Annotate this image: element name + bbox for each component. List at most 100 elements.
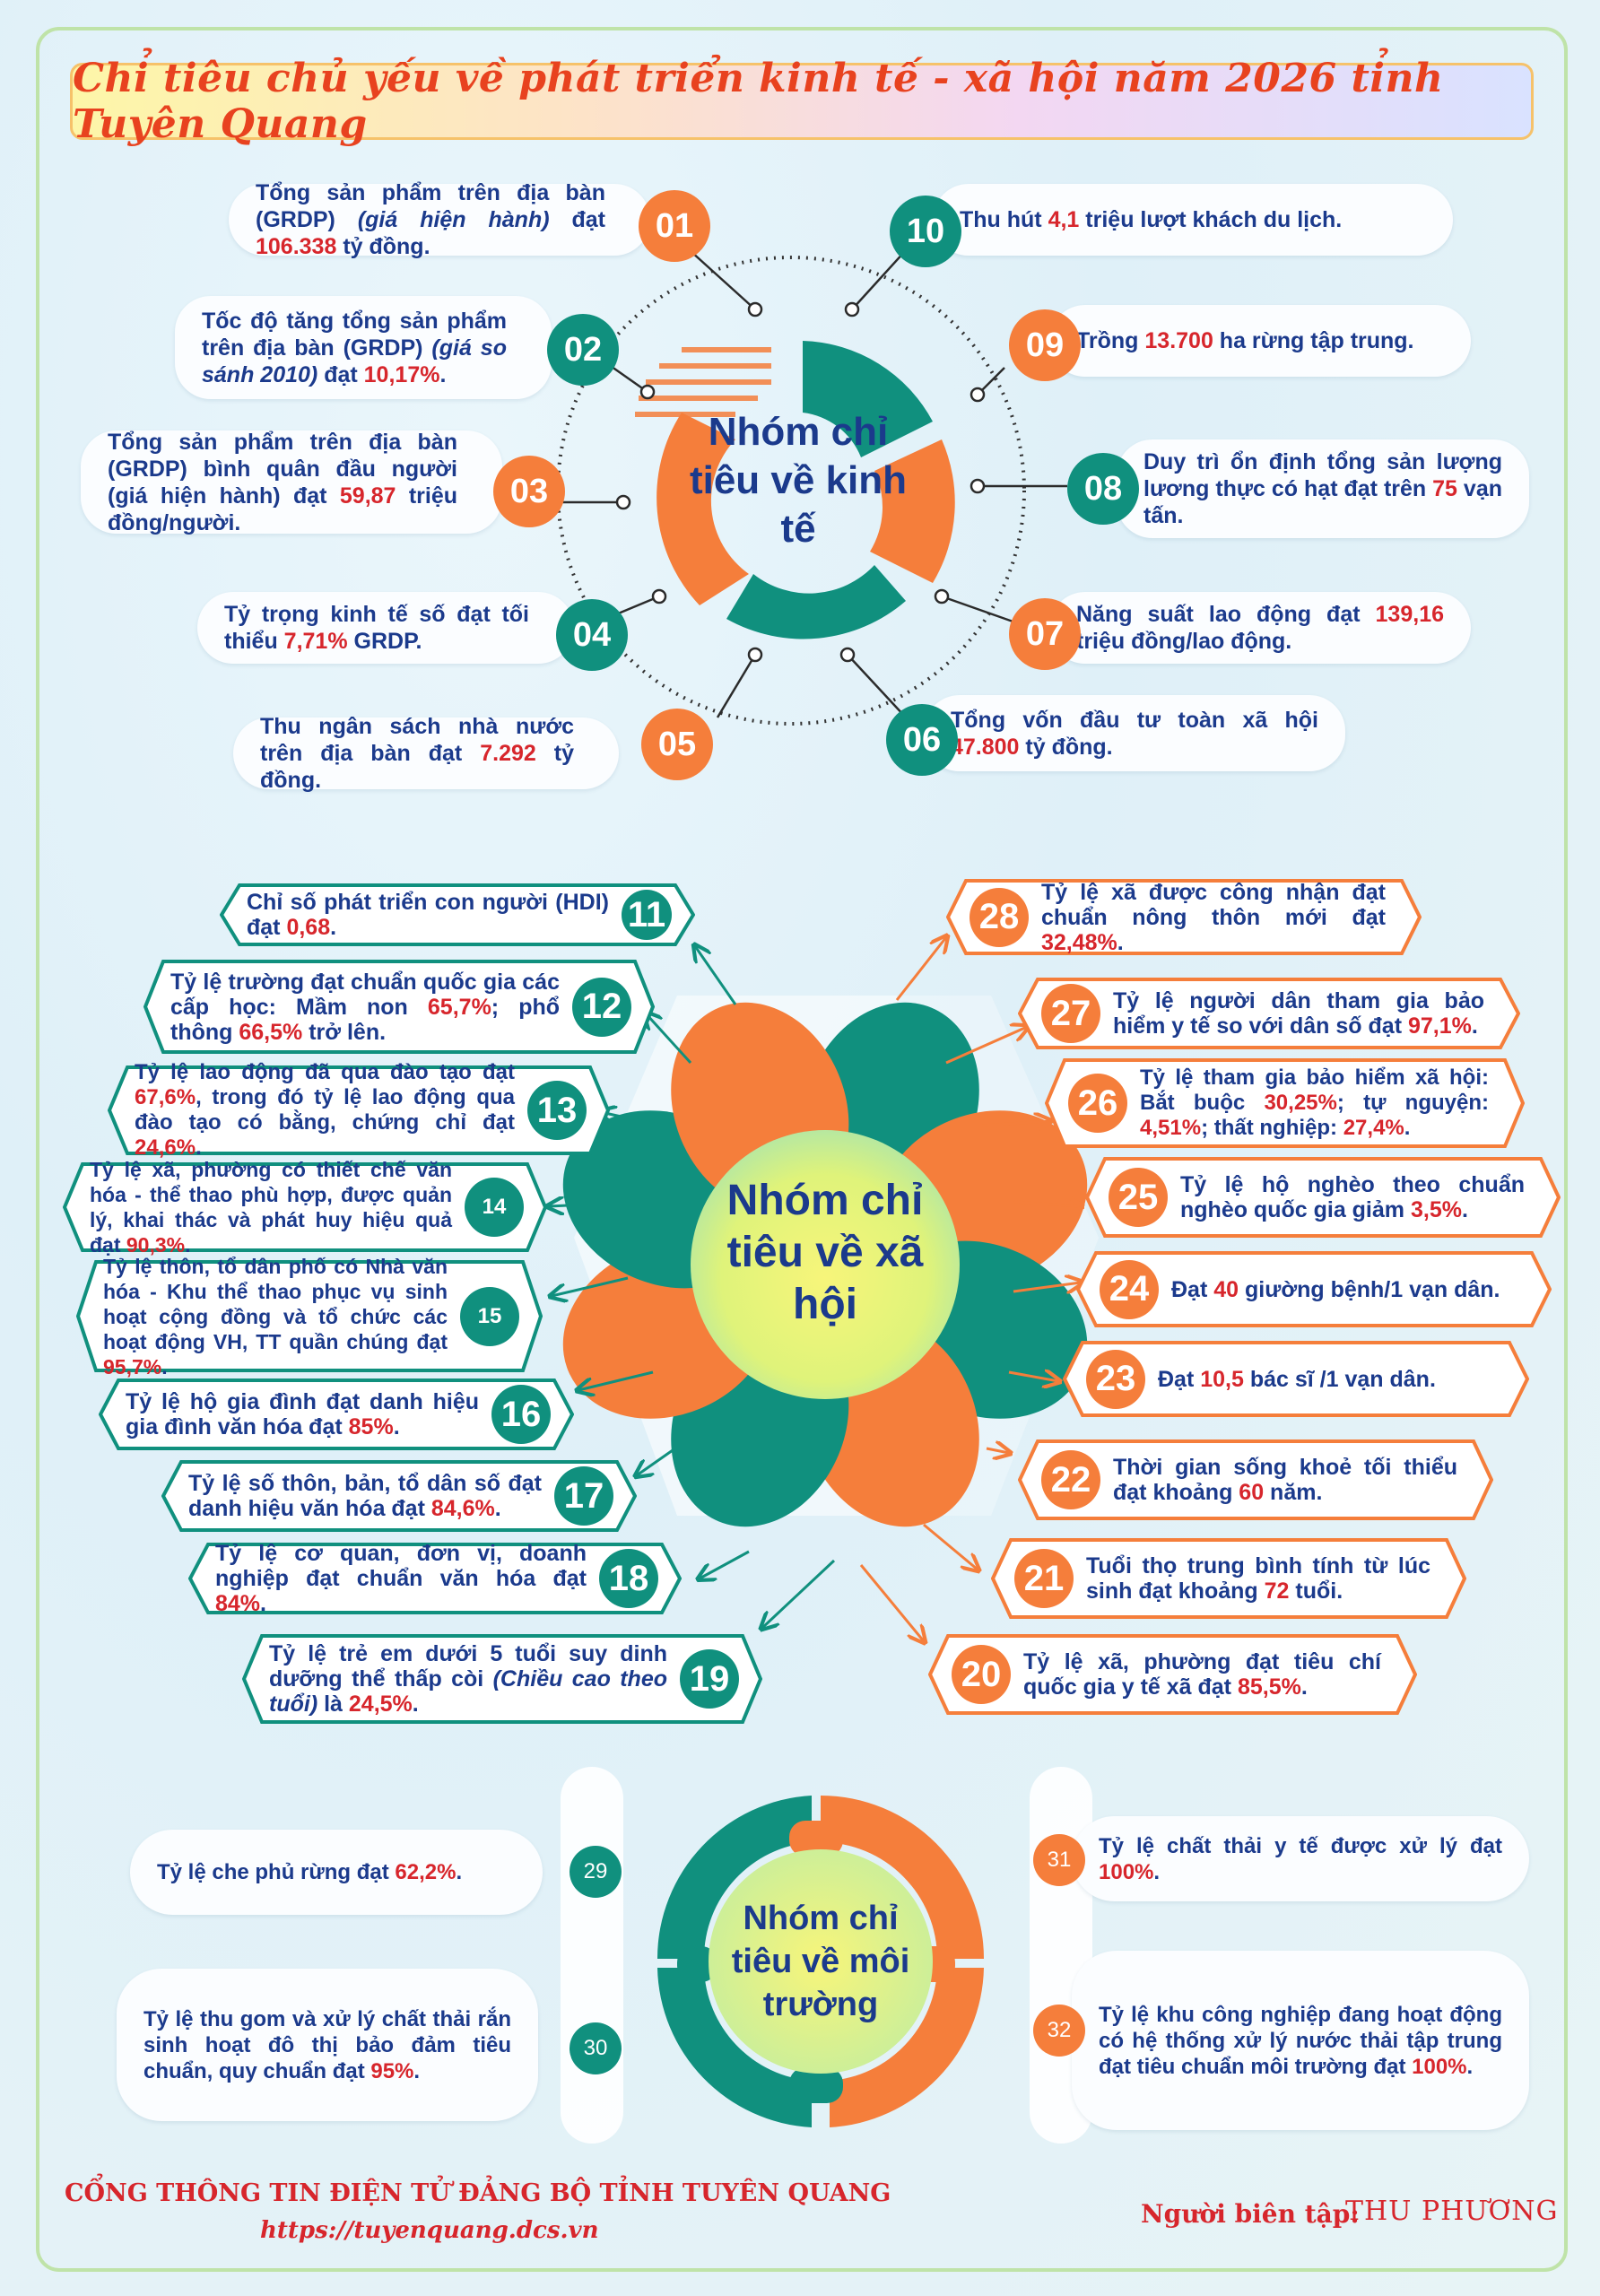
social-number-badge: 17 xyxy=(554,1466,613,1526)
social-item-22: 22 Thời gian sống khoẻ tối thiểu đạt khoả… xyxy=(1018,1439,1493,1520)
environment-number-badge: 29 xyxy=(570,1846,622,1898)
item-text-part: 75 xyxy=(1432,476,1457,501)
social-number-badge: 12 xyxy=(572,977,631,1037)
economic-item-04: Tỷ trọng kinh tế số đạt tối thiểu 7,71% … xyxy=(197,592,574,664)
economic-number-badge: 08 xyxy=(1067,453,1139,525)
economic-number-badge: 10 xyxy=(890,196,961,267)
item-text-part: . xyxy=(260,1591,266,1616)
economic-item-02: Tốc độ tăng tổng sản phẩm trên địa bàn (… xyxy=(175,296,552,399)
social-number-badge: 27 xyxy=(1041,984,1100,1043)
social-item-text: Tỷ lệ xã, phường đạt tiêu chí quốc gia y… xyxy=(1023,1649,1381,1700)
item-text-part: . xyxy=(1404,1116,1411,1140)
economic-item-07: Năng suất lao động đạt 139,16 triệu đồng… xyxy=(1049,592,1471,664)
item-text-part: . xyxy=(439,361,447,387)
item-text-part: 84% xyxy=(215,1591,261,1616)
social-number-badge: 19 xyxy=(680,1649,739,1709)
item-text-part: . xyxy=(161,1354,168,1378)
social-number-badge: 14 xyxy=(465,1178,524,1237)
item-text-part: 100% xyxy=(1099,1859,1154,1884)
item-text-part: 60 xyxy=(1239,1480,1265,1505)
item-text-part: . xyxy=(1466,2054,1474,2079)
item-text-part: ; thất nghiệp: xyxy=(1201,1116,1343,1140)
social-item-text: Tỷ lệ hộ nghèo theo chuẩn nghèo quốc gia… xyxy=(1180,1172,1525,1222)
item-text-part: Tỷ lệ cơ quan, đơn vị, doanh nghiệp đạt … xyxy=(215,1541,587,1591)
item-text-part: Tỷ lệ xã, phường có thiết chế văn hóa - … xyxy=(90,1158,452,1257)
item-text-part: . xyxy=(494,1496,501,1521)
social-item-text: Tỷ lệ người dân tham gia bảo hiểm y tế s… xyxy=(1113,988,1484,1039)
item-text-part: 32,48% xyxy=(1041,929,1117,955)
item-text-part: 7,71% xyxy=(283,629,348,654)
economic-number-badge: 07 xyxy=(1009,598,1081,670)
social-number-badge: 20 xyxy=(952,1645,1011,1704)
item-text-part: Chỉ số phát triển con người (HDI) đạt xyxy=(247,890,609,940)
item-text-part: Trồng xyxy=(1076,328,1145,353)
economic-item-text: Tốc độ tăng tổng sản phẩm trên địa bàn (… xyxy=(175,308,552,388)
economic-item-06: Tổng vốn đầu tư toàn xã hội 47.800 tỷ đồ… xyxy=(924,695,1345,771)
item-text-part: Tỷ lệ trẻ em dưới 5 tuổi suy dinh dưỡng … xyxy=(269,1641,667,1692)
item-text-part: 90,3% xyxy=(126,1233,186,1257)
social-number-badge: 18 xyxy=(599,1549,658,1608)
item-text-part: 65,7% xyxy=(427,994,491,1020)
social-flower xyxy=(562,1002,1088,1527)
item-text-part: tuổi. xyxy=(1289,1578,1343,1604)
item-text-part: . xyxy=(1471,1013,1478,1039)
item-text-part: triệu lượt khách du lịch. xyxy=(1079,207,1343,232)
item-text-part: , trong đó tỷ lệ lao động qua đào tạo có… xyxy=(135,1085,515,1135)
environment-number-badge: 32 xyxy=(1033,2005,1085,2057)
editor-name: THU PHƯƠNG xyxy=(1345,2196,1559,2227)
economic-item-text: Tổng sản phẩm trên địa bàn (GRDP) bình q… xyxy=(81,429,502,536)
item-text-part: Tỷ lệ người dân tham gia bảo hiểm y tế s… xyxy=(1113,988,1484,1039)
social-item-text: Thời gian sống khoẻ tối thiểu đạt khoảng… xyxy=(1113,1455,1457,1505)
economic-item-01: Tổng sản phẩm trên địa bàn (GRDP) (giá h… xyxy=(229,180,650,259)
item-text-part: . xyxy=(1153,1859,1161,1884)
item-text-part: tỷ đồng. xyxy=(260,741,574,793)
item-text-part: Tỷ lệ khu công nghiệp đang hoạt động có … xyxy=(1099,2002,1502,2079)
social-item-text: Tỷ lệ trường đạt chuẩn quốc gia các cấp … xyxy=(170,970,560,1045)
item-text-part: 30,25% xyxy=(1264,1091,1337,1115)
item-text-part: tỷ đồng. xyxy=(1019,734,1113,760)
item-text-part: . xyxy=(1300,1674,1308,1700)
item-text-part: Tỷ lệ số thôn, bản, tổ dân số đạt danh h… xyxy=(188,1471,542,1521)
item-text-part: triệu đồng/người. xyxy=(108,483,458,535)
social-number-badge: 16 xyxy=(491,1385,551,1444)
social-number-badge: 24 xyxy=(1100,1259,1159,1319)
social-number-badge: 21 xyxy=(1014,1549,1074,1608)
item-text-part: GRDP. xyxy=(347,629,422,654)
item-text-part: 95% xyxy=(370,2058,414,2083)
item-text-part: đạt xyxy=(317,361,364,387)
environment-item-30: Tỷ lệ thu gom và xử lý chất thải rắn sin… xyxy=(117,1969,538,2121)
item-text-part: 66,5% xyxy=(239,1019,303,1045)
social-number-badge: 26 xyxy=(1068,1074,1127,1133)
item-text-part: . xyxy=(413,2058,421,2083)
economic-center-label: Nhóm chỉ tiêu về kinh tế xyxy=(689,410,908,551)
item-text-part: Tỷ lệ hộ nghèo theo chuẩn nghèo quốc gia… xyxy=(1180,1172,1525,1222)
social-number-badge: 22 xyxy=(1041,1450,1100,1509)
environment-center-label: Nhóm chỉ tiêu về môi trường xyxy=(731,1900,910,2023)
item-text-part: 24,6% xyxy=(135,1135,196,1160)
economic-item-05: Thu ngân sách nhà nước trên địa bàn đạt … xyxy=(233,714,619,793)
portal-url[interactable]: https://tuyenquang.dcs.vn xyxy=(260,2217,599,2244)
economic-item-text: Duy trì ổn định tổng sản lượng lương thự… xyxy=(1117,448,1529,529)
item-text-part: (giá hiện hành) xyxy=(357,207,550,232)
item-text-part: 47.800 xyxy=(951,734,1020,760)
item-text-part: 3,5% xyxy=(1410,1197,1462,1222)
item-text-part: 84,6% xyxy=(430,1496,495,1521)
item-text-part: . xyxy=(196,1135,202,1160)
social-item-27: 27 Tỷ lệ người dân tham gia bảo hiểm y tế… xyxy=(1018,978,1520,1049)
item-text-part: 67,6% xyxy=(135,1085,196,1109)
economic-number-badge: 05 xyxy=(641,709,713,780)
item-text-part: 24,5% xyxy=(348,1692,413,1717)
environment-item-31: Tỷ lệ chất thải y tế được xử lý đạt 100%… xyxy=(1072,1816,1529,1901)
item-text-part: 4,1 xyxy=(1048,207,1080,232)
item-text-part: . xyxy=(412,1692,419,1717)
